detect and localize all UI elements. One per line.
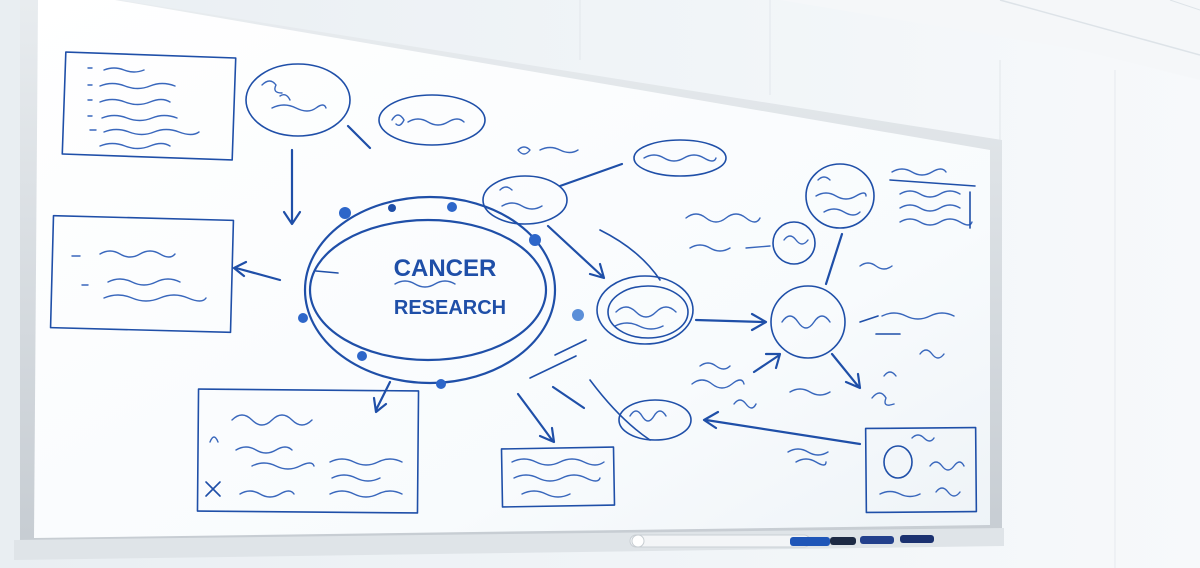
- center-title-line1: CANCER: [394, 255, 497, 282]
- arrow-right: [694, 312, 768, 332]
- connector: [859, 315, 879, 323]
- connector: [551, 385, 586, 410]
- center-dot: [436, 379, 446, 389]
- ceiling-panel: [780, 0, 1200, 80]
- center-dot: [339, 207, 351, 219]
- lower-mid-oval: [618, 399, 692, 441]
- top-oval-1: [245, 63, 351, 137]
- eraser: [629, 534, 811, 548]
- p-label: [919, 349, 945, 359]
- top-left-list-box: [61, 51, 237, 161]
- arrow-up-right: [752, 352, 782, 374]
- d-label: [517, 146, 579, 155]
- left-box: [49, 214, 235, 334]
- middle-right-oval: [596, 275, 694, 345]
- center-scribble: [394, 280, 456, 288]
- cakc-label: [691, 362, 745, 389]
- connector: [558, 162, 624, 188]
- right-small-circle: [772, 221, 816, 265]
- center-dot: [447, 202, 457, 212]
- top-oval-2: [378, 94, 486, 146]
- faint-arc: [589, 379, 651, 441]
- center-node: CANCER RESEARCH: [298, 195, 584, 389]
- arrow-down-right: [830, 352, 862, 390]
- number-label: [859, 262, 893, 270]
- center-title-line2: RESEARCH: [394, 297, 506, 319]
- connector: [824, 232, 844, 286]
- connector: [346, 124, 372, 150]
- marker-blue-2: [860, 536, 894, 544]
- top-right-list: [889, 168, 976, 229]
- s-label: [685, 213, 761, 223]
- ceiling-seam: [1169, 0, 1200, 11]
- arrow-down: [282, 148, 302, 226]
- bottom-middle-box: [500, 446, 616, 508]
- marker-navy: [900, 535, 934, 543]
- center-dot: [572, 309, 584, 321]
- bottom-left-box: [196, 388, 420, 514]
- faint-arc: [599, 229, 661, 281]
- center-tick: [315, 270, 339, 274]
- bottom-right-label: [787, 448, 829, 466]
- whiteboard-surface: [34, 0, 990, 538]
- bottom-right-box: [864, 426, 978, 514]
- marker-dark: [830, 537, 856, 545]
- c-label: [689, 244, 771, 252]
- upper-mid-oval: [482, 175, 568, 225]
- arrow-left-long: [702, 410, 862, 446]
- g-label: [881, 312, 955, 320]
- arrow-down-mid: [516, 392, 556, 444]
- ceiling-seam: [999, 0, 1200, 56]
- arrow-down-left: [372, 380, 392, 414]
- right-top-oval: [805, 163, 875, 229]
- eraser-cap: [631, 534, 645, 548]
- mark: [871, 371, 897, 406]
- arrow-left: [232, 260, 282, 282]
- connector: [529, 339, 587, 379]
- upper-right-oval: [633, 139, 727, 177]
- right-circle-node: [770, 285, 846, 359]
- small-labels: [733, 388, 831, 409]
- center-dot: [388, 204, 396, 212]
- arrow-right-down: [546, 224, 606, 280]
- marker-blue: [790, 537, 830, 546]
- center-dot: [529, 234, 541, 246]
- center-dot: [298, 313, 308, 323]
- center-dot: [357, 351, 367, 361]
